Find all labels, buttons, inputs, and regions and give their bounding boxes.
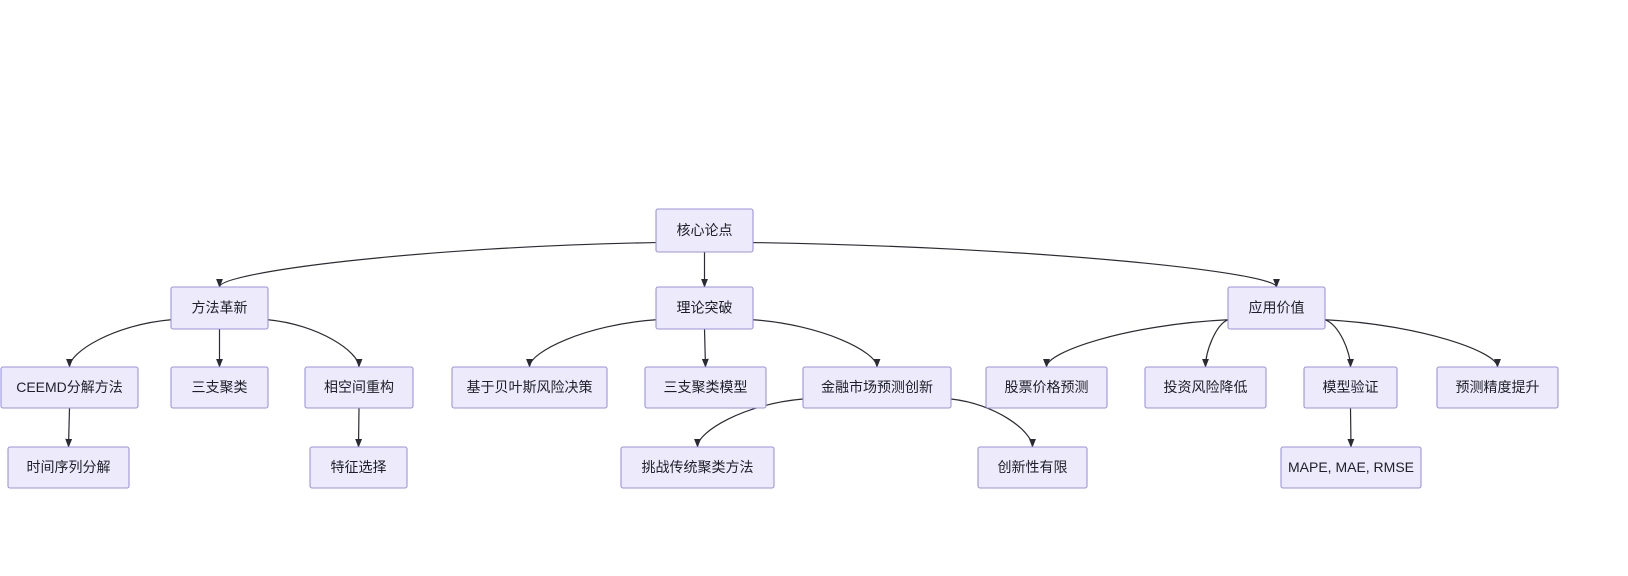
node-box-l2b[interactable] bbox=[170, 366, 269, 409]
node-l3a[interactable]: 时间序列分解 bbox=[7, 446, 130, 489]
node-l2d[interactable]: 基于贝叶斯风险决策 bbox=[451, 366, 608, 409]
edge-root-to-l1a bbox=[216, 241, 657, 288]
edge-l2c-to-l3b bbox=[355, 407, 363, 448]
node-box-l1a[interactable] bbox=[170, 286, 269, 330]
edge-l2f-to-l3c bbox=[694, 398, 804, 448]
node-box-l3c[interactable] bbox=[620, 446, 775, 489]
edge-l2i-to-l3e bbox=[1347, 407, 1355, 448]
node-l2f[interactable]: 金融市场预测创新 bbox=[802, 366, 952, 409]
node-box-l2d[interactable] bbox=[451, 366, 608, 409]
edge-root-to-l1c bbox=[752, 241, 1280, 288]
edge-layer bbox=[65, 241, 1501, 448]
node-l3d[interactable]: 创新性有限 bbox=[977, 446, 1088, 489]
node-l3b[interactable]: 特征选择 bbox=[309, 446, 408, 489]
edge-l1b-to-l2e bbox=[701, 328, 709, 368]
node-box-l2c[interactable] bbox=[304, 366, 414, 409]
node-box-l3d[interactable] bbox=[977, 446, 1088, 489]
node-l1c[interactable]: 应用价值 bbox=[1227, 286, 1326, 330]
node-box-l2e[interactable] bbox=[644, 366, 767, 409]
edge-l1b-to-l2d bbox=[526, 319, 657, 368]
edge-l1c-to-l2j bbox=[1324, 319, 1501, 368]
node-box-l2h[interactable] bbox=[1144, 366, 1267, 409]
node-layer: 核心论点方法革新 理论突破 应用价值 CEEMD分解方法三支聚类相空间重构基于贝叶斯风… bbox=[0, 208, 1559, 489]
edge-l1b-to-l2f bbox=[752, 319, 881, 368]
edge-l2f-to-l3d bbox=[950, 398, 1036, 448]
node-l3e[interactable]: MAPE, MAE, RMSE bbox=[1280, 446, 1422, 489]
node-box-l2i[interactable] bbox=[1303, 366, 1398, 409]
node-l2h[interactable]: 投资风险降低 bbox=[1144, 366, 1267, 409]
node-l2j[interactable]: 预测精度提升 bbox=[1436, 366, 1559, 409]
edge-l1c-to-l2g bbox=[1043, 319, 1229, 368]
node-l2a[interactable]: CEEMD分解方法 bbox=[0, 366, 139, 409]
node-l3c[interactable]: 挑战传统聚类方法 bbox=[620, 446, 775, 489]
node-box-l3b[interactable] bbox=[309, 446, 408, 489]
node-box-l2j[interactable] bbox=[1436, 366, 1559, 409]
node-l2g[interactable]: 股票价格预测 bbox=[985, 366, 1108, 409]
node-l2i[interactable]: 模型验证 bbox=[1303, 366, 1398, 409]
edge-l1c-to-l2i bbox=[1324, 319, 1354, 368]
node-box-l1c[interactable] bbox=[1227, 286, 1326, 330]
edge-l1a-to-l2a bbox=[66, 319, 172, 368]
node-box-l2f[interactable] bbox=[802, 366, 952, 409]
node-box-l1b[interactable] bbox=[655, 286, 754, 330]
edge-l1a-to-l2c bbox=[267, 319, 363, 368]
node-l1b[interactable]: 理论突破 bbox=[655, 286, 754, 330]
node-box-l3a[interactable] bbox=[7, 446, 130, 489]
node-l2e[interactable]: 三支聚类模型 bbox=[644, 366, 767, 409]
node-l1a[interactable]: 方法革新 bbox=[170, 286, 269, 330]
node-box-l3e[interactable] bbox=[1280, 446, 1422, 489]
node-box-l2g[interactable] bbox=[985, 366, 1108, 409]
node-l2b[interactable]: 三支聚类 bbox=[170, 366, 269, 409]
edge-l1c-to-l2h bbox=[1202, 319, 1229, 368]
edge-l2a-to-l3a bbox=[65, 407, 73, 448]
node-box-root[interactable] bbox=[655, 208, 754, 253]
node-l2c[interactable]: 相空间重构 bbox=[304, 366, 414, 409]
node-root[interactable]: 核心论点 bbox=[655, 208, 754, 253]
node-box-l2a[interactable] bbox=[0, 366, 139, 409]
